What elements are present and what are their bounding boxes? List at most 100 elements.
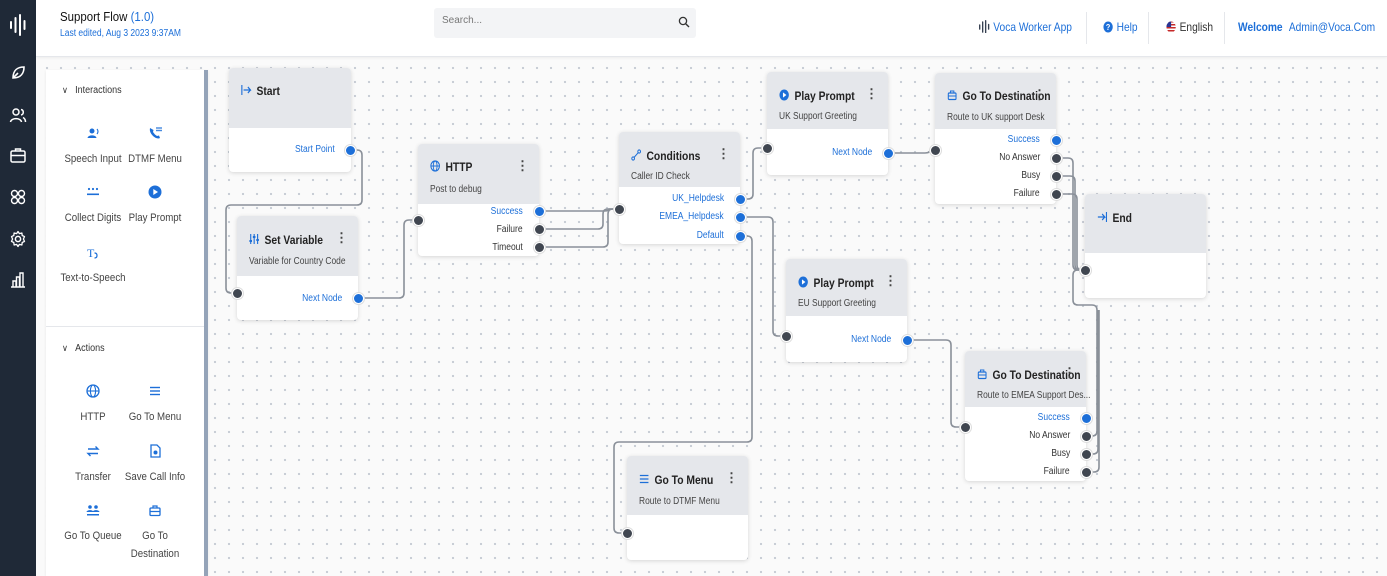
node-menu-icon[interactable]: ⋮ [1063, 365, 1076, 380]
palette-item-go-to-menu[interactable]: Go To Menu [118, 384, 192, 426]
actions-section-toggle[interactable]: ∨Actions [62, 343, 105, 354]
output-port-dot[interactable] [902, 335, 913, 346]
node-go-to-destination-uk[interactable]: Go To Destination ⋮ Route to UK support … [935, 73, 1056, 204]
node-menu-icon[interactable]: ⋮ [725, 470, 738, 485]
node-go-to-destination-emea[interactable]: Go To Destination ⋮ Route to EMEA Suppor… [965, 351, 1090, 481]
input-port-dot[interactable] [232, 288, 243, 299]
input-port-dot[interactable] [781, 331, 792, 342]
node-subtitle: Route to UK support Desk [947, 112, 1045, 123]
sliders-icon [249, 234, 259, 244]
output-port-dot[interactable] [1081, 467, 1092, 478]
port-busy: Busy [1051, 448, 1070, 459]
input-port-dot[interactable] [762, 143, 773, 154]
input-port-dot[interactable] [622, 528, 633, 539]
node-menu-icon[interactable]: ⋮ [884, 273, 897, 288]
output-port-dot[interactable] [1051, 153, 1062, 164]
help-link[interactable]: ? Help [1103, 20, 1138, 34]
output-port-dot[interactable] [1081, 449, 1092, 460]
port-no-answer: No Answer [1028, 430, 1070, 441]
output-port-dot[interactable] [345, 145, 356, 156]
node-go-to-menu[interactable]: Go To Menu ⋮ Route to DTMF Menu [627, 456, 748, 560]
node-conditions[interactable]: Conditions ⋮ Caller ID Check UK_Helpdesk… [619, 132, 740, 244]
output-port-dot[interactable] [534, 224, 545, 235]
node-menu-icon[interactable]: ⋮ [516, 158, 529, 173]
briefcase-icon[interactable] [9, 146, 27, 164]
palette-item-collect-digits[interactable]: Collect Digits [56, 185, 130, 227]
input-port-dot[interactable] [413, 215, 424, 226]
last-edited: Last edited, Aug 3 2023 9:37AM [60, 28, 181, 39]
palette-item-save-call-info[interactable]: Save Call Info [118, 444, 192, 486]
palette-item-play-prompt[interactable]: Play Prompt [118, 185, 192, 227]
node-header [619, 132, 740, 187]
palette-item-transfer[interactable]: Transfer [56, 444, 130, 486]
search-icon[interactable] [678, 16, 690, 28]
node-set-variable[interactable]: Set Variable ⋮ Variable for Country Code… [237, 216, 358, 320]
node-menu-icon[interactable]: ⋮ [717, 146, 730, 161]
collect-digits-icon [87, 187, 99, 196]
output-port-dot[interactable] [883, 148, 894, 159]
svg-text:?: ? [1106, 22, 1111, 32]
node-play-prompt-uk[interactable]: Play Prompt ⋮ UK Support Greeting Next N… [767, 72, 888, 175]
palette-item-label: Save Call Info [124, 471, 186, 483]
output-port-dot[interactable] [353, 293, 364, 304]
input-port-dot[interactable] [960, 422, 971, 433]
output-port-dot[interactable] [1081, 431, 1092, 442]
destination-icon [947, 90, 957, 101]
node-subtitle: Route to DTMF Menu [639, 496, 720, 507]
interactions-section-toggle[interactable]: ∨Interactions [62, 85, 122, 96]
voca-worker-app-link[interactable]: Voca Worker App [978, 20, 1072, 34]
output-port-dot[interactable] [1051, 171, 1062, 182]
reports-icon[interactable] [9, 271, 27, 289]
palette-item-speech-input[interactable]: Speech Input [56, 126, 130, 168]
palette-item-label: Go To Queue [64, 530, 122, 542]
actions-title: Actions [75, 343, 105, 354]
node-play-prompt-eu[interactable]: Play Prompt ⋮ EU Support Greeting Next N… [786, 259, 907, 362]
output-port-dot[interactable] [735, 231, 746, 242]
voca-logo-icon[interactable] [8, 14, 28, 36]
palette-item-text-to-speech[interactable]: T Text-to-Speech [56, 245, 130, 287]
node-title: Play Prompt [779, 89, 855, 103]
output-port-dot[interactable] [1051, 189, 1062, 200]
input-port-dot[interactable] [930, 145, 941, 156]
node-end[interactable]: End [1085, 194, 1206, 298]
node-title-text: Play Prompt [813, 276, 874, 290]
user-menu[interactable]: Welcome Admin@Voca.Com [1238, 20, 1387, 34]
port-uk-helpdesk: UK_Helpdesk [672, 193, 724, 204]
users-icon[interactable] [9, 106, 27, 124]
output-port-dot[interactable] [1081, 413, 1092, 424]
output-port-dot[interactable] [534, 206, 545, 217]
search-input[interactable] [442, 15, 662, 26]
node-title-text: Set Variable [264, 233, 324, 247]
integrations-icon[interactable] [9, 188, 27, 206]
palette-item-go-to-destination[interactable]: Go To Destination [118, 503, 192, 563]
node-title: HTTP [430, 160, 472, 174]
node-http[interactable]: HTTP ⋮ Post to debug Success Failure Tim… [418, 144, 539, 256]
palette-item-http[interactable]: HTTP [56, 384, 130, 426]
input-port-dot[interactable] [1080, 265, 1091, 276]
palette-item-label: Text-to-Speech [60, 272, 126, 284]
flow-name: Support Flow [60, 9, 128, 24]
output-port-dot[interactable] [534, 242, 545, 253]
flow-icon[interactable] [9, 64, 27, 82]
chevron-down-icon: ∨ [62, 85, 68, 95]
node-menu-icon[interactable]: ⋮ [865, 86, 878, 101]
output-port-dot[interactable] [735, 194, 746, 205]
text-to-speech-icon: T [87, 246, 98, 259]
node-title: Play Prompt [798, 276, 874, 290]
output-port-dot[interactable] [735, 212, 746, 223]
output-port-dot[interactable] [1051, 135, 1062, 146]
node-header [418, 144, 539, 204]
palette-item-dtmf-menu[interactable]: DTMF Menu [118, 126, 192, 168]
node-start[interactable]: Start Start Point [229, 68, 351, 172]
input-port-dot[interactable] [614, 204, 625, 215]
node-subtitle: UK Support Greeting [779, 111, 857, 122]
node-menu-icon[interactable]: ⋮ [335, 230, 348, 245]
language-selector[interactable]: English [1166, 20, 1213, 34]
palette-item-label: Speech Input [64, 153, 122, 165]
node-menu-icon[interactable]: ⋮ [1033, 87, 1046, 102]
palette-item-go-to-queue[interactable]: Go To Queue [56, 503, 130, 545]
settings-icon[interactable] [9, 230, 27, 248]
palette-item-label: Collect Digits [64, 212, 122, 224]
queue-users-icon [86, 505, 100, 516]
save-document-icon [150, 444, 161, 458]
